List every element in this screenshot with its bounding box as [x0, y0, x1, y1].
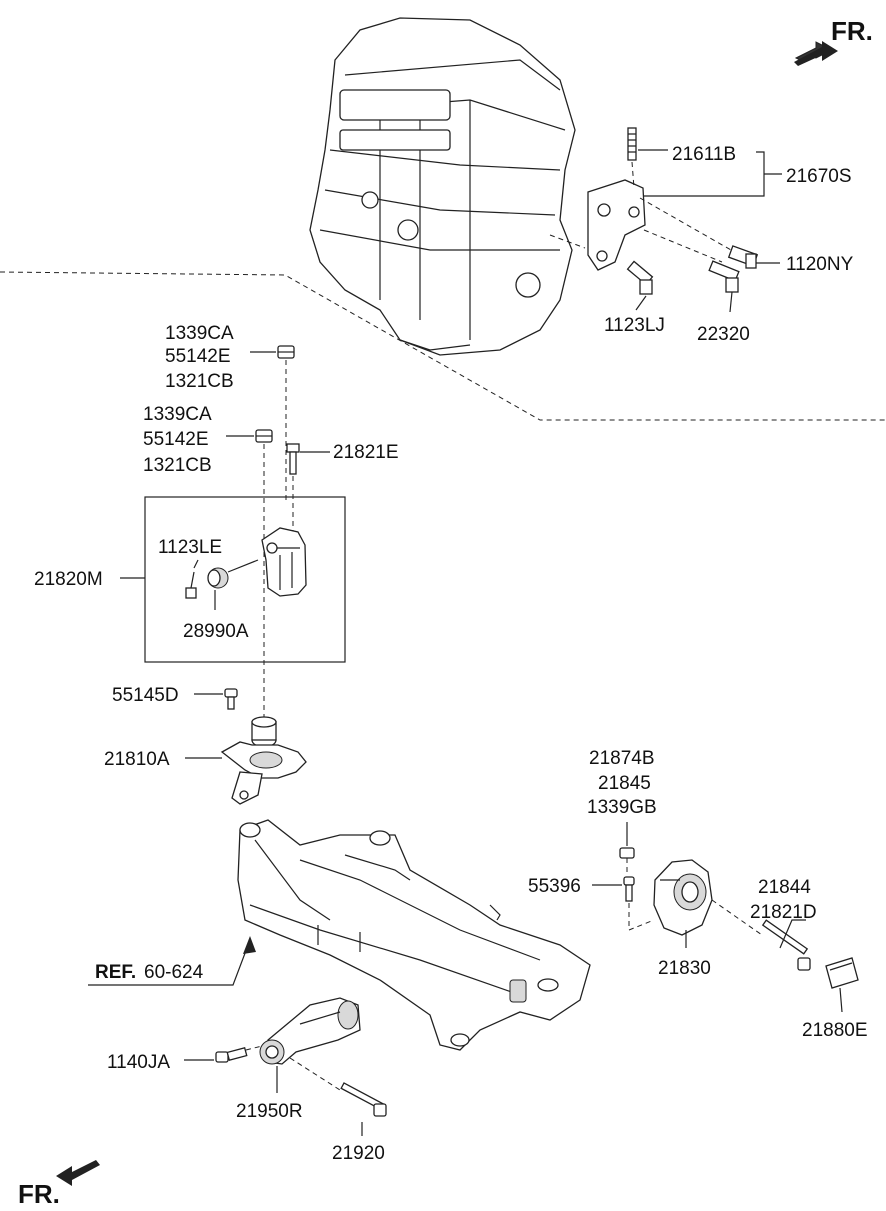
subframe-crossmember [237, 819, 591, 1051]
nut-21874B [619, 847, 635, 859]
engine-bracket [587, 179, 646, 271]
label-1120NY: 1120NY [786, 254, 854, 275]
label-21844: 21844 [758, 877, 811, 898]
bolt-55145D [224, 688, 238, 710]
label-55142E-1: 55142E [165, 346, 231, 367]
separator-dashed-line [0, 271, 886, 421]
bolt-55396 [623, 876, 635, 902]
label-21821D: 21821D [750, 902, 817, 923]
fr-arrow-top [794, 41, 838, 66]
roll-rod-21950R [259, 997, 361, 1065]
label-55142E-2: 55142E [143, 429, 209, 450]
mount-21830 [653, 859, 713, 936]
label-21920: 21920 [332, 1143, 385, 1164]
label-21821E: 21821E [333, 442, 399, 463]
label-1123LJ: 1123LJ [604, 315, 665, 336]
label-21880E: 21880E [802, 1020, 868, 1041]
label-55396: 55396 [528, 876, 581, 897]
bolt-1140JA [215, 1047, 248, 1063]
bolt-21821D [761, 919, 811, 971]
label-21670S: 21670S [786, 166, 852, 187]
fr-label-top: FR. [831, 16, 873, 46]
label-55145D: 55145D [112, 685, 179, 706]
label-21830: 21830 [658, 958, 711, 979]
fr-arrow-bottom [56, 1160, 100, 1186]
label-1140JA: 1140JA [107, 1052, 170, 1073]
bolt-22320 [708, 260, 740, 293]
label-1339CA-2: 1339CA [143, 404, 212, 425]
label-1321CB-1: 1321CB [165, 371, 234, 392]
bolt-21821E [286, 443, 300, 475]
label-28990A: 28990A [183, 621, 249, 642]
label-1339GB: 1339GB [587, 797, 657, 818]
label-ref-bold: REF. [95, 962, 136, 983]
bushing-28990A [207, 567, 229, 589]
label-21950R: 21950R [236, 1101, 303, 1122]
mount-21810A [220, 716, 307, 805]
label-1321CB-2: 1321CB [143, 455, 212, 476]
bracket-21820M [261, 527, 307, 597]
label-21845: 21845 [598, 773, 651, 794]
label-21820M: 21820M [34, 569, 103, 590]
label-21611B: 21611B [672, 144, 736, 165]
bolt-1123LJ [626, 260, 654, 295]
bolt-21920 [340, 1082, 387, 1117]
bolt-1120NY [727, 245, 759, 269]
label-1339CA-1: 1339CA [165, 323, 234, 344]
engine-block [309, 17, 576, 356]
label-21874B: 21874B [589, 748, 655, 769]
label-ref-number: 60-624 [144, 962, 204, 983]
bolt-1123LE [185, 571, 197, 599]
nut-upper-2 [255, 429, 273, 443]
fr-label-bottom: FR. [18, 1179, 60, 1209]
nut-upper-1 [277, 345, 295, 359]
assembly-box-21820M [144, 496, 346, 663]
label-22320: 22320 [697, 324, 750, 345]
label-21810A: 21810A [104, 749, 170, 770]
label-1123LE: 1123LE [158, 537, 222, 558]
cover-21880E [825, 957, 859, 989]
stud-21611B [627, 127, 637, 161]
